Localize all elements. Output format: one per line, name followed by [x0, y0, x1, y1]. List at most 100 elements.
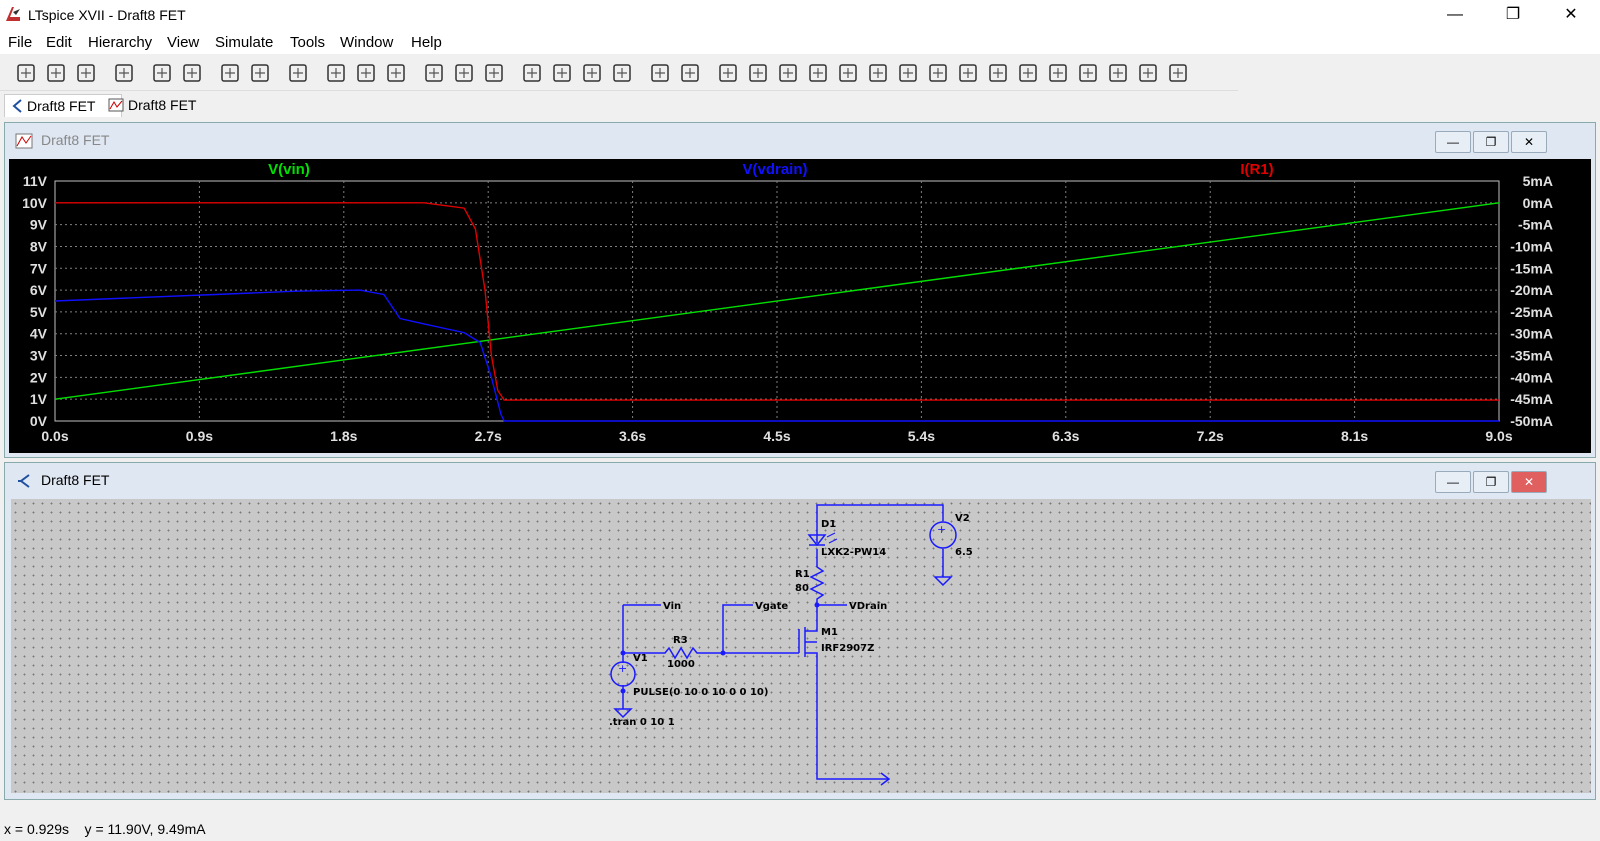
x-tick-label: 5.4s — [908, 428, 935, 444]
tab-plot[interactable]: Draft8 FET — [106, 94, 222, 116]
legend-label: V(vdrain) — [742, 161, 807, 178]
schematic-minimize-button[interactable]: — — [1435, 471, 1471, 493]
cut-icon[interactable] — [520, 61, 544, 85]
schematic-window-titlebar[interactable]: Draft8 FET — ❐ ✕ — [5, 463, 1595, 497]
tab-schematic-label: Draft8 FET — [27, 98, 96, 114]
print-setup-icon[interactable] — [678, 61, 702, 85]
v2-source[interactable] — [929, 521, 957, 549]
menu-bar: File Edit Hierarchy View Simulate Tools … — [0, 30, 1600, 54]
zoom-out-icon[interactable] — [286, 61, 310, 85]
y-left-tick-label: 7V — [30, 260, 48, 276]
move-icon[interactable] — [956, 61, 980, 85]
plot-window-titlebar[interactable]: Draft8 FET — ❐ ✕ — [5, 123, 1595, 157]
tab-schematic[interactable]: Draft8 FET — [4, 94, 122, 117]
run-icon[interactable] — [14, 61, 38, 85]
open-icon[interactable] — [44, 61, 68, 85]
schematic-window: Draft8 FET — ❐ ✕ — [4, 462, 1596, 800]
tab-plot-label: Draft8 FET — [128, 97, 197, 113]
component-icon[interactable] — [926, 61, 950, 85]
y-left-tick-label: 6V — [30, 282, 48, 298]
y-right-tick-label: -35mA — [1510, 348, 1553, 364]
y-right-tick-label: -45mA — [1510, 391, 1553, 407]
v1-value: PULSE(0 10 0 10 0 0 10) — [633, 687, 768, 698]
schematic-maximize-button[interactable]: ❐ — [1473, 471, 1509, 493]
y-left-tick-label: 3V — [30, 348, 48, 364]
mirror-icon[interactable] — [1106, 61, 1130, 85]
close-button[interactable]: ✕ — [1564, 6, 1578, 23]
restore-button[interactable]: ❐ — [1505, 6, 1521, 23]
r3-label: R3 — [673, 635, 688, 646]
x-tick-label: 4.5s — [763, 428, 790, 444]
copy-icon[interactable] — [550, 61, 574, 85]
menu-help[interactable]: Help — [411, 34, 442, 51]
minimize-button[interactable]: — — [1447, 6, 1463, 23]
window-title: LTspice XVII - Draft8 FET — [28, 7, 186, 23]
redo-icon[interactable] — [1046, 61, 1070, 85]
zoom-in-icon[interactable] — [218, 61, 242, 85]
save-icon[interactable] — [74, 61, 98, 85]
grid-icon[interactable] — [384, 61, 408, 85]
inductor-icon[interactable] — [866, 61, 890, 85]
y-right-tick-label: -40mA — [1510, 369, 1553, 385]
diode-icon[interactable] — [896, 61, 920, 85]
find-icon[interactable] — [610, 61, 634, 85]
drag-icon[interactable] — [986, 61, 1010, 85]
menu-edit[interactable]: Edit — [46, 34, 72, 51]
menu-view[interactable]: View — [167, 34, 200, 51]
rotate-icon[interactable] — [1076, 61, 1100, 85]
schematic-close-button[interactable]: ✕ — [1511, 471, 1547, 493]
zoom-area-icon[interactable] — [248, 61, 272, 85]
capacitor-icon[interactable] — [836, 61, 860, 85]
menu-tools[interactable]: Tools — [290, 34, 326, 51]
text-icon[interactable] — [1136, 61, 1160, 85]
waveform-icon — [15, 133, 33, 149]
ltspice-app-icon — [6, 7, 20, 21]
x-tick-label: 8.1s — [1341, 428, 1368, 444]
spice-directive-icon[interactable] — [1166, 61, 1190, 85]
plot-close-button[interactable]: ✕ — [1511, 131, 1547, 153]
control-panel-icon[interactable] — [112, 61, 136, 85]
paste-icon[interactable] — [580, 61, 604, 85]
menu-hierarchy[interactable]: Hierarchy — [88, 34, 153, 51]
ground-icon[interactable] — [746, 61, 770, 85]
menu-window[interactable]: Window — [340, 34, 394, 51]
menu-simulate[interactable]: Simulate — [215, 34, 274, 51]
x-tick-label: 1.8s — [330, 428, 357, 444]
x-tick-label: 0.9s — [186, 428, 213, 444]
legend-label: I(R1) — [1240, 161, 1273, 178]
schematic-drawing[interactable]: + + D1 LXK2-PW14 V2 6.5 R1 80 Vin Vgate … — [11, 499, 1591, 793]
tile-vertical-icon[interactable] — [482, 61, 506, 85]
zoom-fit-icon[interactable] — [324, 61, 348, 85]
d1-diode[interactable] — [807, 534, 827, 547]
resistor-icon[interactable] — [806, 61, 830, 85]
autorange-icon[interactable] — [354, 61, 378, 85]
r1-value: 80 — [795, 583, 809, 594]
y-left-tick-label: 11V — [23, 173, 48, 189]
x-tick-label: 6.3s — [1052, 428, 1079, 444]
plot-maximize-button[interactable]: ❐ — [1473, 131, 1509, 153]
menu-file[interactable]: File — [8, 34, 33, 51]
v2-label: V2 — [955, 513, 970, 524]
waveform-icon — [108, 98, 124, 112]
print-icon[interactable] — [648, 61, 672, 85]
v1-source[interactable] — [610, 661, 636, 687]
y-right-tick-label: -10mA — [1510, 238, 1553, 254]
y-right-tick-label: -5mA — [1518, 217, 1553, 233]
x-tick-label: 9.0s — [1485, 428, 1512, 444]
halt-icon[interactable] — [150, 61, 174, 85]
y-right-tick-label: -25mA — [1510, 304, 1553, 320]
schematic-canvas[interactable]: + + D1 LXK2-PW14 V2 6.5 R1 80 Vin Vgate … — [11, 499, 1591, 793]
label-icon[interactable] — [776, 61, 800, 85]
plot-minimize-button[interactable]: — — [1435, 131, 1471, 153]
wire-icon[interactable] — [716, 61, 740, 85]
pan-icon[interactable] — [180, 61, 204, 85]
tran-directive[interactable]: .tran 0 10 1 — [609, 717, 675, 728]
x-tick-label: 2.7s — [475, 428, 502, 444]
v1-label: V1 — [633, 653, 648, 664]
undo-icon[interactable] — [1016, 61, 1040, 85]
tile-horizontal-icon[interactable] — [422, 61, 446, 85]
cascade-icon[interactable] — [452, 61, 476, 85]
